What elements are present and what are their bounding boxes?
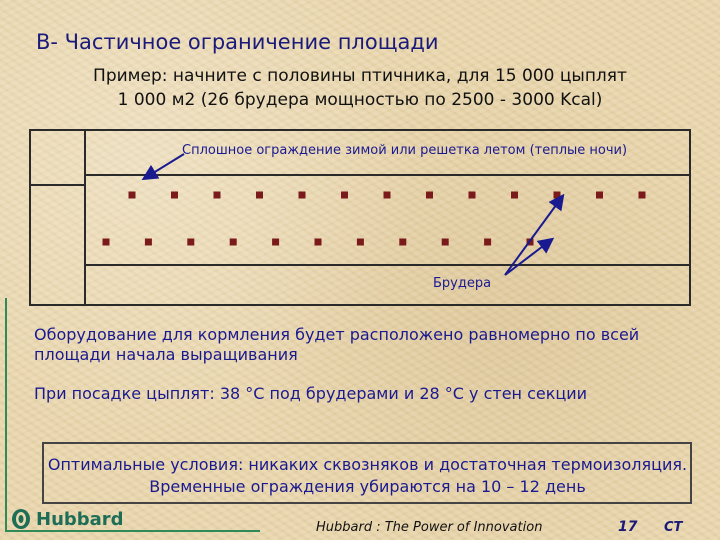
hubbard-logo-text: Hubbard — [36, 508, 124, 530]
brooder-marker — [511, 191, 518, 199]
subtitle-line-1: Пример: начните с половины птичника, для… — [93, 66, 627, 86]
brooder-marker — [441, 238, 449, 246]
brooder-marker — [596, 191, 603, 199]
subtitle-line-2: 1 000 м2 (26 брудера мощностью по 2500 -… — [117, 90, 603, 110]
brooder-marker — [187, 238, 195, 246]
brooder-marker — [356, 238, 364, 246]
brooder-arrow-1 — [504, 193, 565, 276]
brooder-marker — [272, 238, 280, 246]
brooder-marker — [229, 238, 237, 246]
fence-label: Сплошное ограждение зимой или решетка ле… — [182, 143, 628, 158]
brooder-marker — [468, 191, 476, 199]
entrance-room — [29, 129, 86, 186]
hubbard-logo-icon — [12, 509, 30, 529]
brooder-marker — [426, 191, 433, 199]
decorative-vertical-line — [5, 298, 7, 532]
brooder-group — [102, 191, 646, 246]
brooder-arrow-2 — [504, 237, 555, 276]
hubbard-logo: Hubbard — [10, 508, 124, 530]
brooder-marker — [213, 191, 221, 199]
brooder-marker — [102, 238, 110, 246]
brooder-marker — [484, 238, 492, 246]
brooder-marker — [341, 191, 348, 199]
brooder-marker — [383, 191, 391, 199]
author-initials: CT — [664, 520, 683, 535]
optimal-conditions-text: Оптимальные условия: никаких сквозняков … — [47, 455, 688, 496]
fence-arrow — [141, 153, 185, 181]
page-number: 17 — [618, 519, 638, 535]
brooder-marker — [399, 238, 407, 246]
temperature-text: При посадке цыплят: 38 °C под брудерами … — [34, 384, 588, 403]
brooder-marker — [171, 191, 178, 199]
brooder-marker — [144, 238, 152, 246]
house-outline — [29, 129, 691, 306]
brooder-marker — [553, 191, 561, 199]
brooder-marker — [298, 191, 306, 199]
brooder-marker — [638, 191, 646, 199]
brooder-marker — [256, 191, 263, 199]
brooder-label: Брудера — [433, 276, 492, 291]
brooder-marker — [128, 191, 136, 199]
decorative-horizontal-line — [5, 530, 260, 532]
footer-tagline: Hubbard : The Power of Innovation — [316, 520, 543, 535]
brooder-marker — [314, 238, 322, 246]
slide-title: B- Частичное ограничение площади — [36, 30, 439, 54]
feeding-equipment-text: Оборудование для кормления будет располо… — [34, 325, 640, 364]
optimal-conditions-box — [42, 442, 692, 504]
